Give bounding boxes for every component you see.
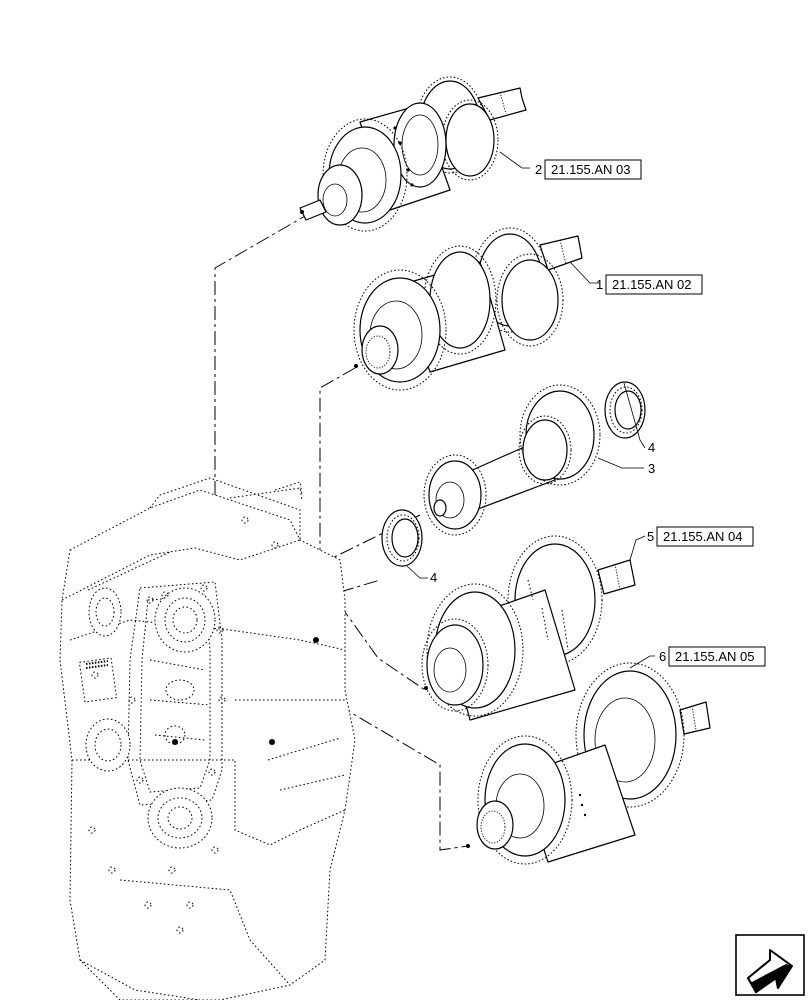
callout-4-upper: 4 — [648, 440, 655, 455]
callout-number: 4 — [648, 440, 655, 455]
leader-lines — [406, 151, 655, 669]
callout-number: 4 — [430, 570, 437, 585]
reference-link[interactable]: 21.155.AN 02 — [612, 277, 692, 292]
reference-link[interactable]: 21.155.AN 04 — [663, 529, 743, 544]
part-4-bearing-upper — [604, 381, 646, 439]
reference-link[interactable]: 21.155.AN 03 — [551, 162, 631, 177]
part-5-shaft-assembly — [421, 535, 636, 721]
part-3-countershaft — [423, 384, 601, 536]
callout-6: 6 21.155.AN 05 — [659, 646, 766, 667]
reference-link[interactable]: 21.155.AN 05 — [675, 649, 755, 664]
transmission-housing — [59, 477, 356, 1000]
part-6-shaft-assembly — [466, 662, 711, 865]
callout-number: 1 — [596, 277, 603, 292]
callout-number: 5 — [647, 529, 654, 544]
callout-5: 5 21.155.AN 04 — [647, 526, 754, 547]
part-2-shaft-assembly — [299, 76, 527, 232]
callout-2: 2 21.155.AN 03 — [535, 159, 642, 180]
callout-4-lower: 4 — [430, 570, 437, 585]
callout-1: 1 21.155.AN 02 — [596, 274, 703, 295]
arrow-navigation-icon[interactable] — [735, 934, 805, 996]
callout-number: 3 — [648, 461, 655, 476]
part-4-bearing-lower — [381, 509, 423, 567]
callout-3: 3 — [648, 461, 655, 476]
callout-number: 6 — [659, 649, 666, 664]
part-1-shaft-assembly — [353, 227, 583, 391]
callout-number: 2 — [535, 162, 542, 177]
